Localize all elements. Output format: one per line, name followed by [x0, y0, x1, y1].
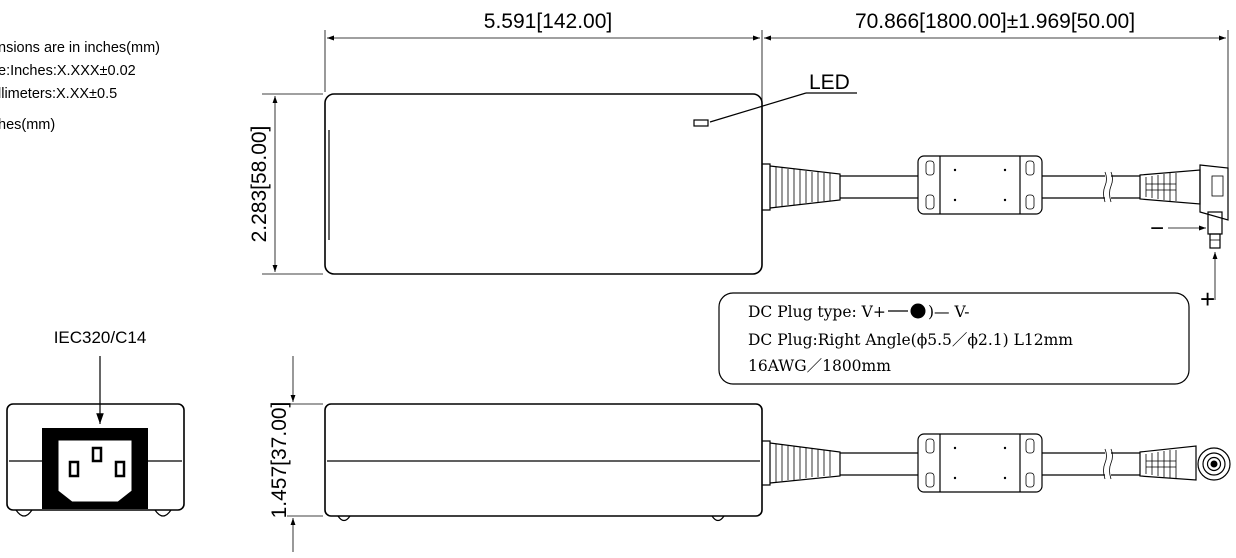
top-dimensions: 5.591[142.00] 70.866[1800.00]±1.969[50.0…	[324, 10, 1229, 175]
adapter-body-side	[324, 403, 763, 517]
plug-type-prefix: DC Plug type: V+	[748, 303, 886, 321]
adapter-top-view: LED 2.283[58.00]	[248, 71, 857, 275]
iec-label: IEC320/C14	[54, 328, 147, 347]
ferrite-core-side	[917, 433, 1043, 493]
iec-inlet-end-view: IEC320/C14	[6, 328, 185, 517]
plug-center-pin-symbol	[910, 303, 926, 319]
cable-assembly-top: − +	[762, 155, 1229, 314]
adapter-end-face	[6, 403, 185, 511]
plug-spec-box: DC Plug type: V+ )— V- DC Plug:Right Ang…	[718, 292, 1190, 385]
plus-sign: +	[1200, 284, 1215, 314]
note-line-3: llimeters:X.XX±0.5	[0, 86, 117, 102]
note-line-2: e:Inches:X.XXX±0.02	[0, 63, 136, 79]
note-line-4: hes(mm)	[0, 117, 55, 133]
plug-face-outer	[1197, 447, 1231, 481]
body-height-label: 1.457[37.00]	[268, 402, 291, 519]
cable-length-label: 70.866[1800.00]±1.969[50.00]	[855, 10, 1135, 33]
cable-gauge-spec: 16AWG／1800mm	[748, 357, 891, 375]
led-leader-line	[709, 92, 807, 123]
adapter-side-view: 1.457[37.00]	[268, 356, 763, 552]
minus-sign: −	[1150, 215, 1164, 242]
led-label: LED	[809, 71, 850, 94]
dimension-notes: nsions are in inches(mm) e:Inches:X.XXX±…	[0, 40, 160, 133]
plug-type-suffix: )— V-	[928, 303, 969, 321]
ferrite-core-top	[917, 155, 1043, 215]
led-indicator	[693, 119, 709, 127]
strain-relief-ribs-top	[775, 167, 831, 207]
dc-plug-side	[1139, 445, 1231, 481]
cable-assembly-side	[762, 433, 1231, 493]
body-length-label: 5.591[142.00]	[484, 10, 612, 33]
adapter-body-top	[324, 93, 763, 275]
note-line-1: nsions are in inches(mm)	[0, 40, 160, 56]
plug-angle-spec: DC Plug:Right Angle(ϕ5.5／ϕ2.1) L12mm	[748, 331, 1073, 349]
dc-plug-right-angle-top	[1139, 164, 1229, 249]
body-width-label: 2.283[58.00]	[248, 126, 271, 243]
